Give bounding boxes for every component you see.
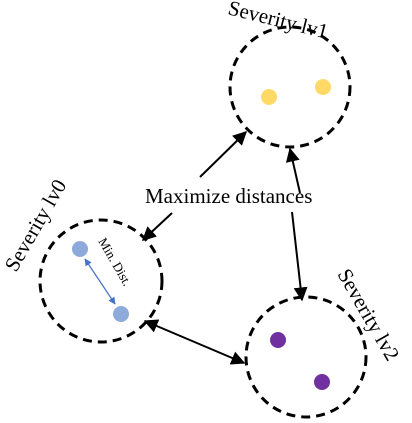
dot-lv1-a [261, 89, 277, 105]
arrow-to-lv0 [141, 212, 173, 241]
label-lv1: Severity lv1 [226, 0, 331, 44]
arrow-lv0-lv2 [143, 319, 246, 365]
cluster-lv0-circle [38, 218, 164, 344]
label-lv2: Severity lv2 [333, 265, 405, 365]
dot-lv2-a [270, 332, 286, 348]
cluster-lv1-circle [228, 25, 352, 149]
label-min-dist: Min. Dist. [95, 235, 135, 288]
dot-lv0-b [113, 306, 129, 322]
arrow-to-lv2 [291, 211, 308, 302]
label-maximize-distances: Maximize distances [145, 184, 312, 208]
arrow-to-lv1-left [199, 131, 248, 178]
label-lv0: Severity lv0 [0, 175, 71, 275]
arrow-to-lv1-right [285, 147, 301, 194]
dot-lv0-a [72, 241, 88, 257]
dot-lv1-b [315, 79, 331, 95]
dot-lv2-b [314, 374, 330, 390]
min-distance-arrow [84, 258, 116, 305]
cluster-lv2-circle [244, 295, 368, 419]
